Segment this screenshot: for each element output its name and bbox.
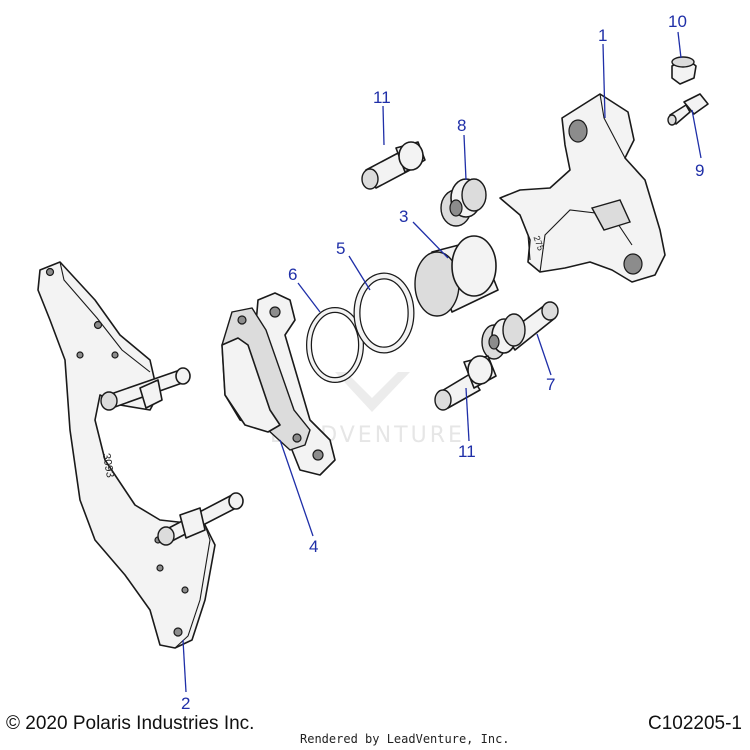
bracket-upper-pin[interactable] bbox=[100, 367, 191, 411]
callout-11-lower[interactable]: 11 bbox=[458, 442, 476, 461]
callout-8[interactable]: 8 bbox=[457, 116, 466, 135]
callout-3[interactable]: 3 bbox=[399, 207, 408, 226]
callout-2[interactable]: 2 bbox=[181, 694, 190, 713]
part-4-brake-pads[interactable] bbox=[221, 292, 336, 476]
part-7-slide-pin[interactable] bbox=[481, 301, 559, 360]
bracket-stamp: 3093 bbox=[100, 452, 116, 478]
callout-11-upper[interactable]: 11 bbox=[373, 88, 391, 107]
caliper-stamp: 275 bbox=[532, 234, 547, 252]
part-5-seal[interactable] bbox=[353, 272, 415, 354]
leader-lines bbox=[182, 31, 702, 693]
callout-5[interactable]: 5 bbox=[336, 239, 345, 258]
callouts: 1 2 3 4 5 6 7 8 9 10 11 11 bbox=[181, 12, 704, 713]
callout-7[interactable]: 7 bbox=[546, 375, 555, 394]
callout-10[interactable]: 10 bbox=[668, 12, 687, 31]
part-8-boot[interactable] bbox=[440, 178, 487, 227]
part-3-piston[interactable] bbox=[414, 235, 499, 317]
bracket-lower-pin[interactable] bbox=[157, 492, 244, 546]
copyright-text: © 2020 Polaris Industries Inc. bbox=[6, 713, 255, 734]
part-11-lower-bolt[interactable] bbox=[434, 355, 497, 411]
part-10-cap[interactable] bbox=[671, 56, 697, 85]
drawing-number: C102205-1 bbox=[647, 713, 742, 734]
part-1-caliper[interactable]: 275 bbox=[499, 93, 666, 283]
part-6-seal[interactable] bbox=[306, 307, 364, 383]
callout-6[interactable]: 6 bbox=[288, 265, 297, 284]
part-11-upper-bolt[interactable] bbox=[361, 141, 426, 190]
rendered-by-text: Rendered by LeadVenture, Inc. bbox=[300, 732, 510, 746]
part-2-bracket[interactable]: 3093 bbox=[37, 261, 216, 649]
callout-1[interactable]: 1 bbox=[598, 26, 607, 45]
callout-9[interactable]: 9 bbox=[695, 161, 704, 180]
part-9-bleeder[interactable] bbox=[667, 93, 709, 126]
callout-4[interactable]: 4 bbox=[309, 537, 318, 556]
